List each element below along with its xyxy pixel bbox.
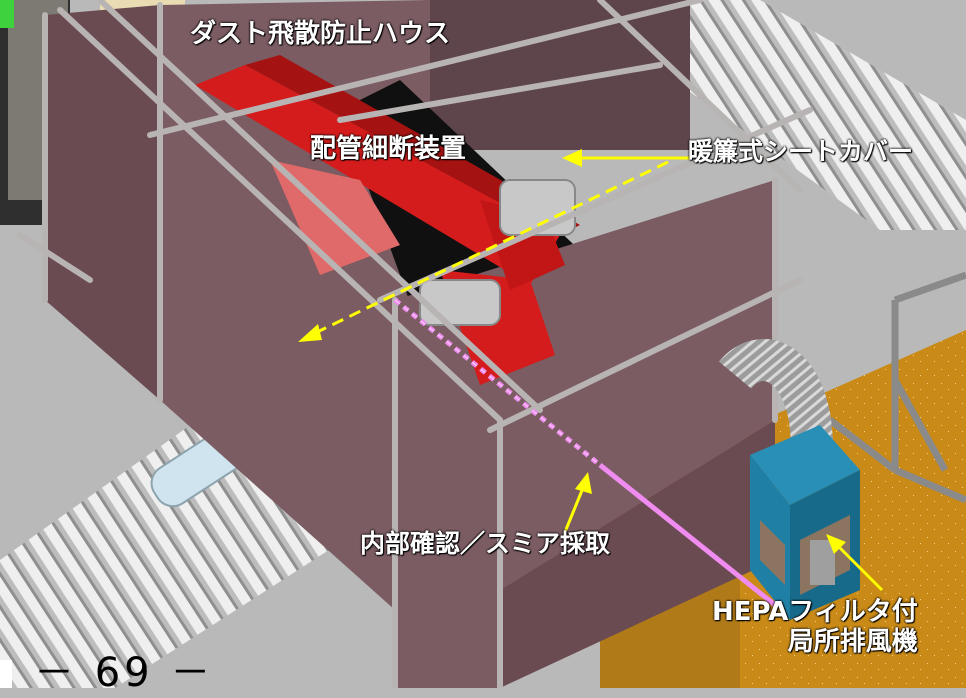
label-sheet-cover: 暖簾式シートカバー [688, 137, 914, 166]
label-dust-house: ダスト飛散防止ハウス [190, 19, 451, 49]
label-hepa-line1: HEPAフィルタ付 [712, 597, 918, 627]
house-back-right [425, 0, 690, 150]
label-hepa-line2: 局所排風機 [787, 626, 918, 657]
sheet-cover-dashed-arrow [304, 160, 669, 340]
frame-rods [17, 0, 813, 688]
hepa-exhaust-unit [718, 339, 860, 620]
house-back-left [45, 5, 160, 400]
label-inspection: 内部確認／スミア採取 [360, 529, 611, 558]
frame-stand [827, 271, 966, 504]
label-hepa: HEPAフィルタ付 局所排風機 [712, 597, 918, 658]
annotation-arrows [562, 149, 884, 592]
page-number: － 69 － [34, 650, 215, 696]
label-pipe-cutter: 配管細断装置 [310, 134, 467, 164]
